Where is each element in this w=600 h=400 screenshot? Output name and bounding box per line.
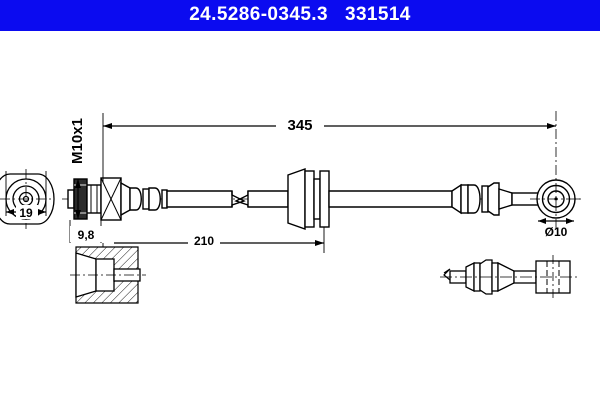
hose-tube-mid	[247, 190, 289, 208]
collar-taper	[120, 181, 131, 217]
dimension-label-345: 345	[287, 117, 312, 134]
page-title: 24.5286-0345.3 331514	[189, 4, 411, 25]
hose-tube-left	[166, 190, 233, 208]
mid-bracket-assembly	[287, 168, 330, 230]
dimension-thread-m10	[75, 179, 81, 219]
bracket-collar-1	[304, 170, 315, 228]
dimension-label-98: 9,8	[78, 228, 95, 242]
right-ferrule-bead-2	[487, 182, 500, 216]
bracket-waist	[313, 178, 321, 220]
collar-cross-2	[100, 177, 122, 221]
header-banner	[0, 0, 600, 31]
arrow-left-d10	[538, 218, 546, 224]
ferrule-bead-2	[148, 187, 161, 211]
dimension-eyelet-diameter	[538, 218, 574, 224]
bracket-collar-2	[319, 170, 330, 228]
right-ferrule-taper	[451, 183, 462, 215]
right-ferrule-taper-2	[498, 188, 513, 210]
eyelet-centerlines	[530, 111, 584, 231]
bracket-cone	[287, 168, 306, 230]
right-ferrule-band-1	[460, 184, 469, 214]
arrow-345-right	[547, 123, 556, 129]
ferrule-band-2	[161, 189, 168, 209]
ferrule-band-1	[142, 188, 150, 210]
right-ferrule-bead-1	[467, 184, 481, 214]
dim-text-bg-345	[276, 113, 324, 133]
dim-text-bg-210	[188, 230, 220, 247]
hose-body-mid	[247, 190, 289, 208]
arrow-left	[6, 209, 14, 215]
dim-text-bg-19	[16, 205, 38, 219]
hose-body-right	[328, 190, 453, 208]
arrow-345-left	[103, 123, 112, 129]
drawing-canvas: 19	[0, 111, 584, 304]
hose-body-left	[166, 190, 233, 208]
left-fitting-assembly	[67, 177, 168, 221]
threaded-shank	[86, 184, 102, 214]
dimension-label-m10x1: M10x1	[69, 118, 86, 164]
dimension-label-d10: Ø10	[545, 225, 568, 239]
dimension-label-19: 19	[19, 206, 33, 220]
side-detail-break	[443, 268, 451, 281]
arrow-right	[38, 209, 46, 215]
arrow-m10-bottom	[75, 210, 81, 219]
right-fitting-assembly	[451, 182, 541, 216]
dimension-label-210: 210	[194, 234, 214, 248]
arrow-right-d10	[566, 218, 574, 224]
arrow-210-right	[315, 240, 324, 246]
dim-text-bg-98	[70, 226, 102, 242]
ferrule-bead-1	[129, 187, 142, 211]
hose-tube-right	[328, 190, 453, 208]
dimension-overall-345	[102, 113, 556, 183]
section-detail-view	[70, 246, 146, 304]
left-end-view-centerlines	[0, 169, 52, 229]
break-zigzag-left	[231, 191, 246, 207]
side-detail-view	[440, 255, 578, 299]
arrow-m10-top	[75, 179, 81, 188]
right-ferrule-band-2	[481, 185, 489, 213]
fitting-nose	[67, 189, 75, 209]
hex-outline	[0, 173, 55, 225]
